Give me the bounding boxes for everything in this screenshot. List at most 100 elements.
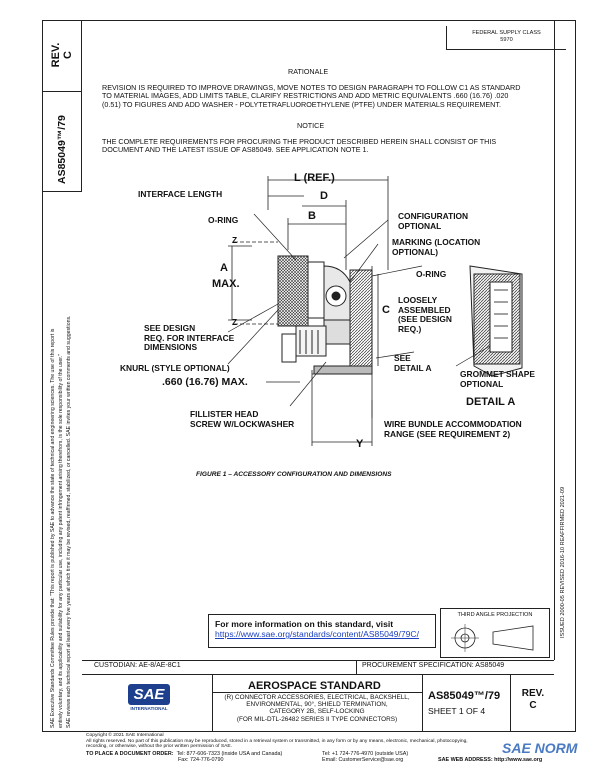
fsc-label: FEDERAL SUPPLY CLASS (472, 30, 541, 36)
footer-fax: Fax: 724-776-0790 (178, 757, 224, 764)
procurement-spec: PROCUREMENT SPECIFICATION: AS85049 (362, 662, 505, 669)
title-block-top (82, 660, 554, 661)
more-info-text: For more information on this standard, v… (215, 619, 394, 629)
label-fillister-line2: SCREW W/LOCKWASHER (190, 418, 295, 429)
federal-supply-class-box: FEDERAL SUPPLY CLASS 5970 (446, 26, 566, 50)
side-left-line2: entirely voluntary, and its applicabilit… (58, 354, 64, 728)
label-o-ring-left: O-RING (208, 215, 239, 225)
custodian-divider (356, 660, 357, 674)
title-sheet: SHEET 1 OF 4 (428, 706, 486, 716)
label-wire-line1: WIRE BUNDLE ACCOMMODATION (384, 419, 522, 429)
page-frame (42, 20, 576, 732)
rev-box (42, 20, 82, 92)
title-right-divider (422, 674, 423, 732)
label-configuration-line1: CONFIGURATION (398, 211, 469, 221)
more-info-link[interactable]: https://www.sae.org/standards/content/AS… (215, 629, 419, 639)
label-b: B (308, 210, 316, 222)
footer-order: TO PLACE A DOCUMENT ORDER: Tel: 877-606-… (86, 751, 282, 764)
title-block-mid (82, 674, 554, 675)
footer-email: Email: CustomerService@sae.org (322, 757, 404, 764)
right-margin-line (554, 20, 555, 660)
label-see-design-line2: REQ. FOR INTERFACE (144, 332, 235, 343)
label-660: .660 (16.76) MAX. (162, 376, 248, 388)
rationale-heading: RATIONALE (288, 67, 329, 76)
label-loosely-assembled: LOOSELY ASSEMBLED (SEE DESIGN REQ.) (398, 295, 452, 334)
label-o-ring-right: O-RING (416, 269, 447, 279)
side-right-dates: ISSUED 2000-05 REVISED 2016-10 REAFFIRME… (560, 486, 566, 638)
title-line3: CATEGORY 2B, SELF-LOCKING (269, 708, 365, 716)
label-see-design-line3: DIMENSIONS (144, 342, 198, 353)
label-see-detail-a: SEE DETAIL A (394, 353, 432, 373)
label-z-bottom: Z (232, 317, 238, 327)
footer-rights2: recording, or otherwise, without the pri… (86, 744, 232, 750)
footer-tel1: Tel: 877-606-7323 (inside USA and Canada… (176, 751, 283, 757)
footer-tel2: Tel: +1 724-776-4970 (outside USA) (322, 751, 409, 757)
label-marking-line1: MARKING (LOCATION (392, 237, 481, 247)
rev-label-rotated: REV. C (50, 24, 74, 86)
sae-logo: SAE INTERNATIONAL (116, 684, 182, 722)
document-title: (R) CONNECTOR ACCESSORIES, ELECTRICAL, B… (216, 694, 418, 723)
label-interface-length: INTERFACE LENGTH (138, 189, 223, 199)
dimension-lines (228, 176, 389, 446)
label-wire-bundle: WIRE BUNDLE ACCOMMODATION RANGE (SEE REQ… (384, 419, 522, 439)
third-angle-box: THIRD ANGLE PROJECTION (440, 608, 550, 658)
title-line1: (R) CONNECTOR ACCESSORIES, ELECTRICAL, B… (224, 694, 410, 701)
title-rev-value: C (529, 700, 537, 711)
label-d: D (320, 190, 328, 202)
footer: Copyright © 2021 SAE International All r… (86, 733, 586, 750)
label-z-top: Z (232, 235, 238, 245)
third-angle-symbol-icon (451, 624, 534, 652)
label-marking-line2: OPTIONAL) (392, 246, 439, 257)
sae-logo-text: SAE (127, 684, 171, 705)
label-loosely-line3: (SEE DESIGN (398, 314, 452, 325)
label-grommet: GROMMET SHAPE OPTIONAL (460, 369, 535, 389)
third-angle-label: THIRD ANGLE PROJECTION (457, 612, 533, 618)
label-marking: MARKING (LOCATION OPTIONAL) (392, 237, 481, 257)
title-divider (212, 692, 422, 693)
footer-order-label: TO PLACE A DOCUMENT ORDER: (86, 751, 174, 757)
footer-contact: Tel: +1 724-776-4970 (outside USA) Email… (322, 751, 408, 764)
footer-web[interactable]: SAE WEB ADDRESS: http://www.sae.org (438, 757, 543, 763)
label-loosely-line4: REQ.) (398, 323, 422, 334)
custodian: CUSTODIAN: AE-8/AE-8C1 (94, 662, 181, 669)
label-grommet-line2: OPTIONAL (460, 378, 504, 389)
label-fillister: FILLISTER HEAD SCREW W/LOCKWASHER (190, 409, 295, 429)
rev-label: REV. (50, 42, 62, 68)
title-rev: REV. C (512, 688, 554, 712)
doc-number-rotated: AS85049™/79 (56, 115, 68, 184)
side-left-line3: SAE reviews each technical report at lea… (66, 315, 72, 729)
connector-body (277, 255, 373, 375)
aerospace-standard: AEROSPACE STANDARD (248, 680, 381, 692)
label-c: C (382, 304, 390, 316)
label-configuration: CONFIGURATION OPTIONAL (398, 211, 469, 231)
rev-cell-divider (510, 674, 511, 732)
sae-logo-sub: INTERNATIONAL (130, 706, 168, 711)
footer-copyright: Copyright © 2021 SAE International (86, 733, 164, 738)
label-grommet-line1: GROMMET SHAPE (460, 369, 535, 379)
label-l-ref: L (REF.) (294, 172, 335, 184)
notice-heading: NOTICE (297, 121, 325, 130)
title-doc-number: AS85049™/79 (428, 690, 501, 702)
label-see-line2: DETAIL A (394, 362, 432, 373)
figure-caption: FIGURE 1 – ACCESSORY CONFIGURATION AND D… (196, 471, 392, 478)
detail-a-drawing (469, 265, 523, 377)
title-line2: ENVIRONMENTAL, 90°, SHIELD TERMINATION, (246, 701, 388, 709)
rationale-text: REVISION IS REQUIRED TO IMPROVE DRAWINGS… (102, 83, 521, 109)
label-see-design-line1: SEE DESIGN (144, 323, 196, 333)
leader-lines (227, 213, 491, 418)
rev-value: C (62, 51, 74, 59)
doc-number-box (42, 92, 82, 192)
label-loosely-line2: ASSEMBLED (398, 304, 451, 315)
label-knurl: KNURL (STYLE OPTIONAL) (120, 363, 230, 373)
footer-rights1: All rights reserved. No part of this pub… (86, 738, 468, 744)
sae-norm-watermark: SAE NORM (502, 740, 578, 756)
more-info-box: For more information on this standard, v… (208, 614, 436, 648)
label-configuration-line2: OPTIONAL (398, 220, 442, 231)
logo-divider (212, 674, 213, 732)
side-left-line1: SAE Executive Standards Committee Rules … (50, 328, 56, 728)
notice-text: THE COMPLETE REQUIREMENTS FOR PROCURING … (102, 137, 497, 155)
accessory-figure (227, 176, 523, 446)
fsc-value: 5970 (500, 37, 513, 43)
label-see-line1: SEE (394, 353, 411, 363)
label-wire-line2: RANGE (SEE REQUIREMENT 2) (384, 428, 511, 439)
